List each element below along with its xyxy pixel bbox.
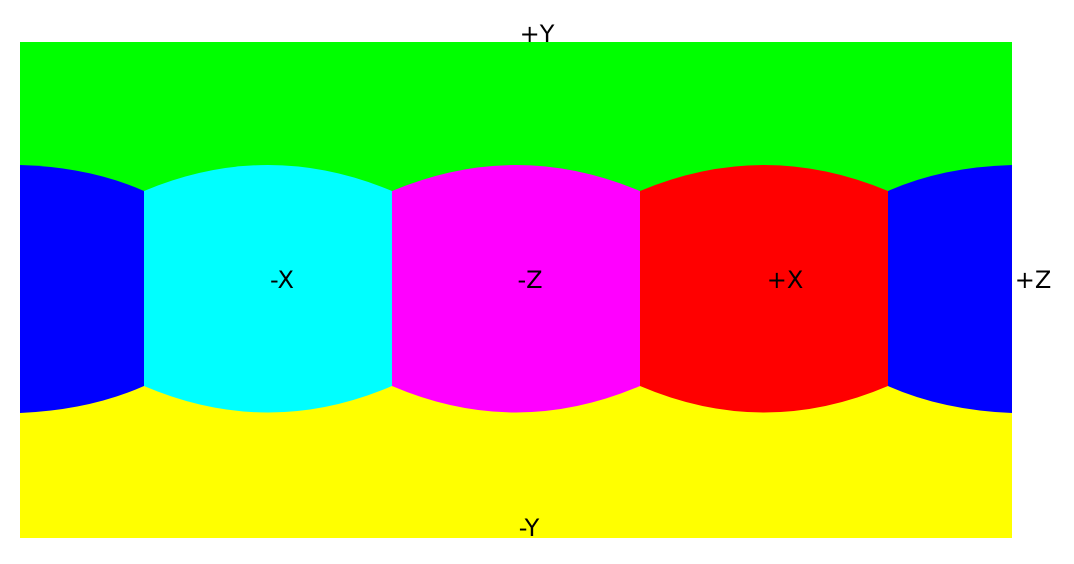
face-pos-z-right-region	[888, 165, 1012, 413]
face-neg-x-region	[144, 165, 392, 413]
label-pos-x: +X	[767, 266, 804, 294]
label-neg-z: -Z	[517, 266, 542, 294]
face-pos-x-region	[640, 165, 888, 413]
label-neg-y: -Y	[519, 514, 540, 542]
face-pos-z-left-region	[20, 165, 144, 413]
face-neg-z-region	[392, 165, 640, 413]
label-pos-y: +Y	[520, 20, 555, 48]
label-neg-x: -X	[270, 266, 294, 294]
label-pos-z: +Z	[1015, 266, 1052, 294]
